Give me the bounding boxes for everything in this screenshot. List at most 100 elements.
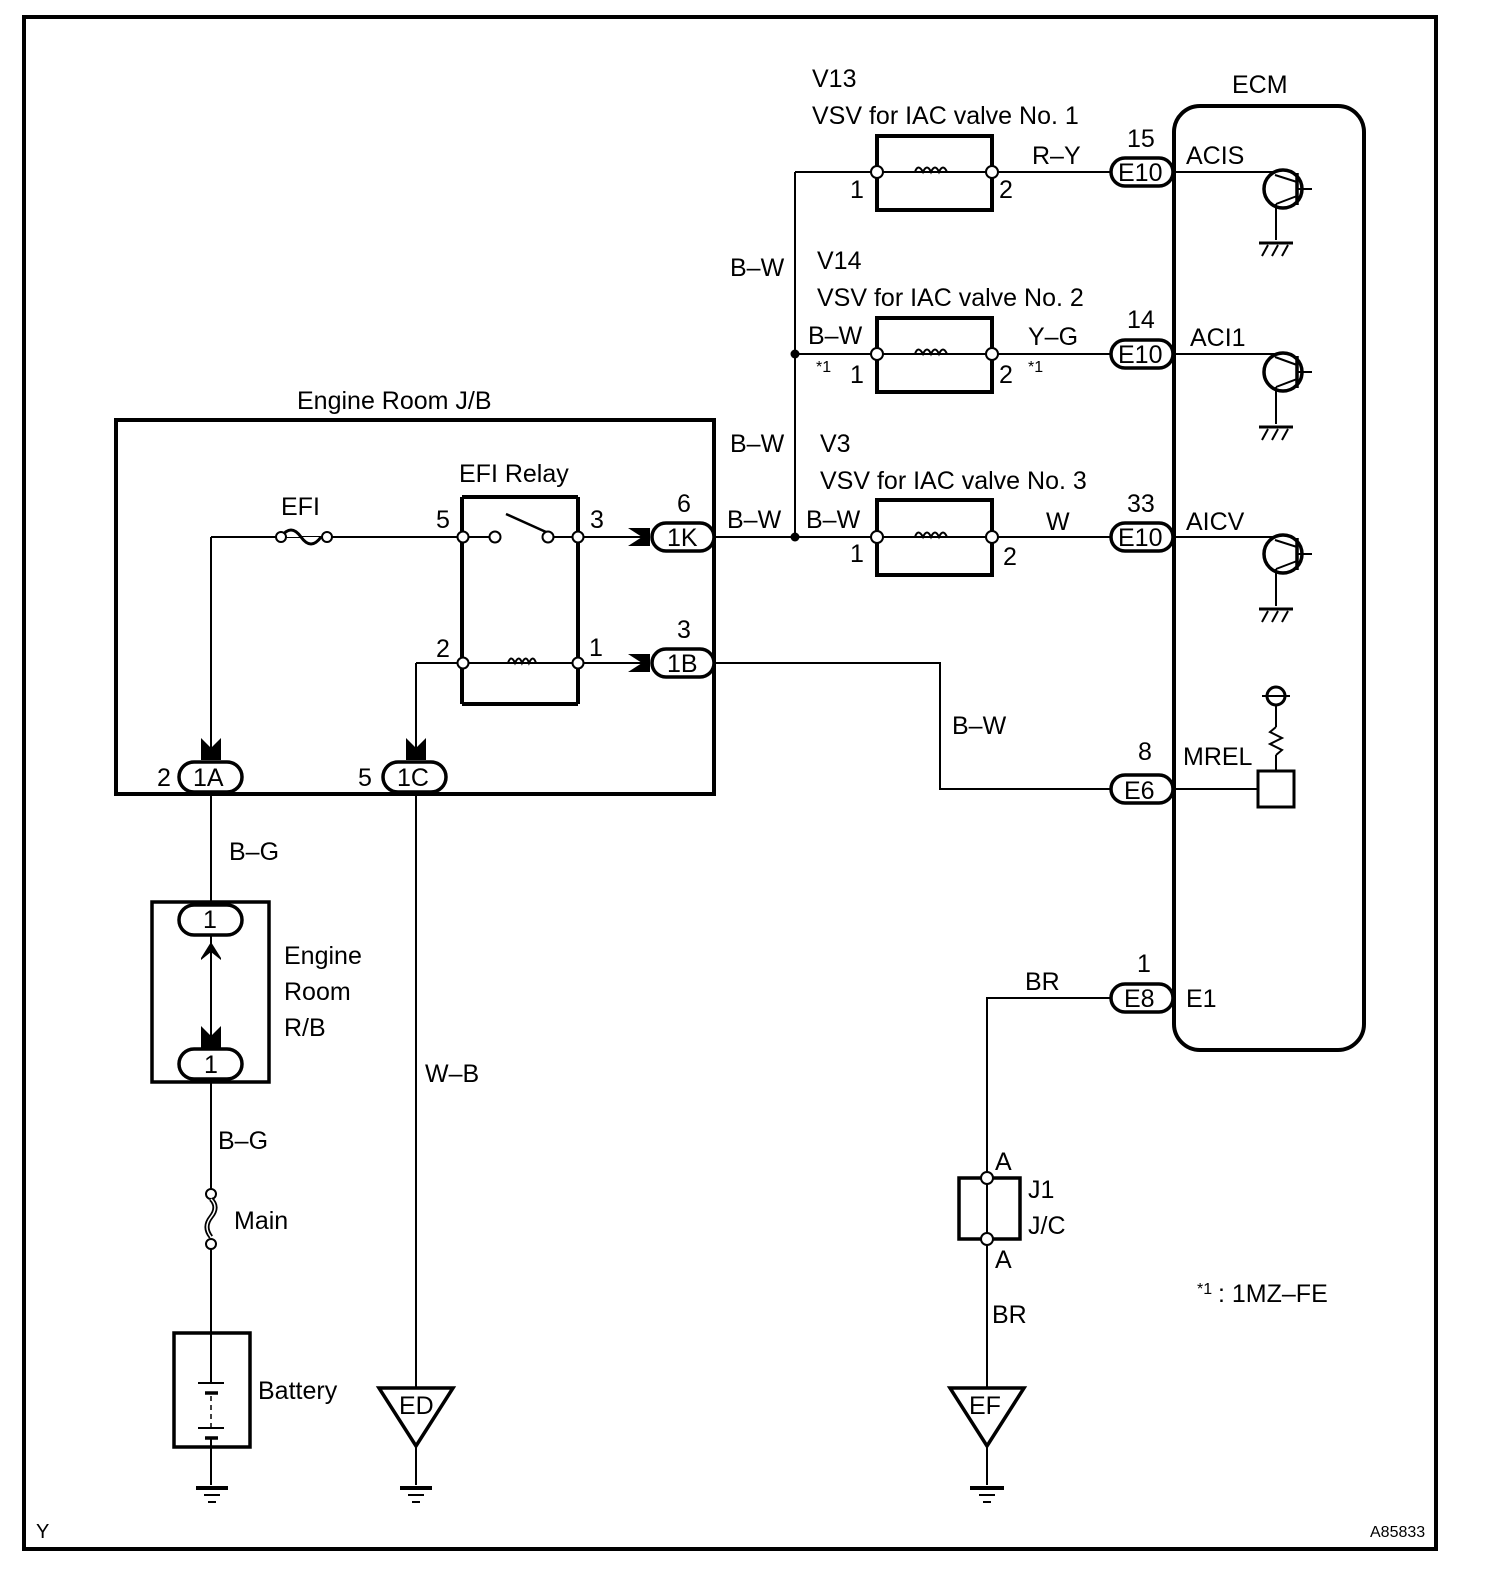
male-terminal-icon bbox=[201, 738, 221, 760]
vsv-name: VSV for IAC valve No. 1 bbox=[812, 102, 1079, 130]
connector-e10-33: 33 E10 bbox=[1109, 490, 1175, 553]
wire-color: B–G bbox=[229, 838, 279, 866]
vsv-id: V3 bbox=[820, 430, 851, 458]
ecm-transistor-aci1 bbox=[1174, 351, 1312, 441]
ecm-pin-aci1: ACI1 bbox=[1190, 324, 1246, 352]
main-fuse-label: Main bbox=[234, 1207, 288, 1235]
connector-1k bbox=[650, 521, 716, 553]
svg-text:Room: Room bbox=[284, 978, 351, 1006]
svg-text:3: 3 bbox=[590, 506, 604, 534]
ecm-pin-mrel: MREL bbox=[1183, 743, 1253, 771]
fuse-icon bbox=[279, 528, 323, 546]
connector-e10-14: 14 E10 bbox=[1109, 306, 1175, 370]
ecm-title: ECM bbox=[1232, 71, 1288, 99]
svg-text:ED: ED bbox=[399, 1392, 434, 1420]
wire-color: B–W bbox=[952, 712, 1007, 740]
wire-color: BR bbox=[1025, 968, 1060, 996]
svg-text:E6: E6 bbox=[1124, 777, 1155, 805]
footnote-marker: *1 bbox=[816, 359, 831, 376]
svg-text:*1: *1 bbox=[1197, 1281, 1212, 1298]
junction-connector-j1 bbox=[957, 1176, 1022, 1241]
connector-e8-1: 1 E8 bbox=[1109, 950, 1175, 1014]
mrel-wire: B–W bbox=[714, 662, 1111, 790]
ground-icon bbox=[196, 1486, 228, 1503]
male-terminal-icon bbox=[628, 528, 650, 546]
ecm-module: ECM bbox=[1172, 71, 1366, 1052]
svg-text:E8: E8 bbox=[1124, 985, 1155, 1013]
male-terminal-icon bbox=[406, 738, 426, 760]
wire-color-bw: B–W bbox=[727, 506, 782, 534]
solenoid-coil-icon bbox=[914, 348, 948, 357]
svg-text:1: 1 bbox=[203, 906, 217, 934]
svg-text:1A: 1A bbox=[193, 764, 224, 792]
chassis-ground-icon bbox=[1261, 610, 1289, 623]
svg-text:2: 2 bbox=[1003, 543, 1017, 571]
male-terminal-icon bbox=[628, 654, 650, 672]
svg-text:1: 1 bbox=[1137, 950, 1151, 978]
relay-switch-icon bbox=[505, 512, 547, 534]
svg-text:J1: J1 bbox=[1028, 1176, 1054, 1204]
vsv-id: V14 bbox=[817, 247, 862, 275]
ecm-pin-acis: ACIS bbox=[1186, 142, 1244, 170]
svg-text:2: 2 bbox=[157, 764, 171, 792]
ecm-transistor-aicv bbox=[1174, 533, 1312, 623]
solenoid-coil-icon bbox=[914, 166, 948, 175]
wire-color: BR bbox=[992, 1301, 1027, 1329]
svg-text:EF: EF bbox=[969, 1392, 1001, 1420]
svg-text:5: 5 bbox=[358, 764, 372, 792]
efi-fuse-label: EFI bbox=[281, 493, 320, 521]
svg-text:1: 1 bbox=[589, 634, 603, 662]
resistor-icon bbox=[1267, 726, 1285, 756]
wire-color-bw: B–W bbox=[730, 254, 785, 282]
svg-text:Engine: Engine bbox=[284, 942, 362, 970]
battery-label: Battery bbox=[258, 1377, 338, 1405]
figure-id: A85833 bbox=[1370, 1524, 1425, 1541]
vsv-name: VSV for IAC valve No. 2 bbox=[817, 284, 1084, 312]
svg-text:1: 1 bbox=[850, 361, 864, 389]
svg-text:33: 33 bbox=[1127, 490, 1155, 518]
svg-text:2: 2 bbox=[999, 361, 1013, 389]
ground-path-ed: W–B ED bbox=[375, 792, 479, 1503]
svg-text:5: 5 bbox=[436, 506, 450, 534]
chassis-ground-icon bbox=[1261, 244, 1289, 257]
wire-color: B–W bbox=[806, 506, 861, 534]
ecm-pin-e1: E1 bbox=[1186, 985, 1217, 1013]
ground-icon bbox=[400, 1486, 432, 1503]
svg-text:A: A bbox=[995, 1148, 1012, 1176]
svg-text:E10: E10 bbox=[1118, 341, 1162, 369]
jb-title: Engine Room J/B bbox=[297, 387, 492, 415]
svg-text:E10: E10 bbox=[1118, 159, 1162, 187]
male-terminal-icon bbox=[201, 942, 221, 960]
engine-room-jb: Engine Room J/B EFI EFI Relay 5 3 2 1 bbox=[114, 387, 716, 796]
svg-text:1: 1 bbox=[850, 176, 864, 204]
svg-text:6: 6 bbox=[677, 490, 691, 518]
svg-text:1: 1 bbox=[204, 1051, 218, 1079]
corner-mark: Y bbox=[36, 1521, 49, 1543]
ecm-box bbox=[1172, 104, 1366, 1052]
solenoid-coil-icon bbox=[914, 531, 948, 540]
svg-text:1: 1 bbox=[850, 540, 864, 568]
wire-color: B–G bbox=[218, 1127, 268, 1155]
relay-coil-icon bbox=[507, 657, 537, 666]
svg-text:2: 2 bbox=[436, 635, 450, 663]
footnote-marker: *1 bbox=[1028, 359, 1043, 376]
chassis-ground-icon bbox=[1261, 428, 1289, 441]
svg-text:R/B: R/B bbox=[284, 1014, 326, 1042]
ground-point-ed bbox=[375, 1386, 457, 1450]
footnote: *1 : 1MZ–FE bbox=[1197, 1280, 1328, 1308]
svg-text:1B: 1B bbox=[667, 650, 698, 678]
connector-e10-15: 15 E10 bbox=[1109, 125, 1175, 188]
ecm-pin-aicv: AICV bbox=[1186, 508, 1245, 536]
svg-text:1C: 1C bbox=[397, 764, 429, 792]
male-terminal-icon bbox=[201, 1026, 221, 1048]
ground-icon bbox=[970, 1486, 1004, 1503]
vsv-id: V13 bbox=[812, 65, 856, 93]
ecm-mrel-circuit bbox=[1174, 685, 1296, 809]
svg-text:A: A bbox=[995, 1246, 1012, 1274]
diagram-frame bbox=[22, 15, 1438, 1551]
relay-title: EFI Relay bbox=[459, 460, 569, 488]
svg-text:8: 8 bbox=[1138, 738, 1152, 766]
wire-color: Y–G bbox=[1028, 323, 1078, 351]
svg-text:14: 14 bbox=[1127, 306, 1155, 334]
